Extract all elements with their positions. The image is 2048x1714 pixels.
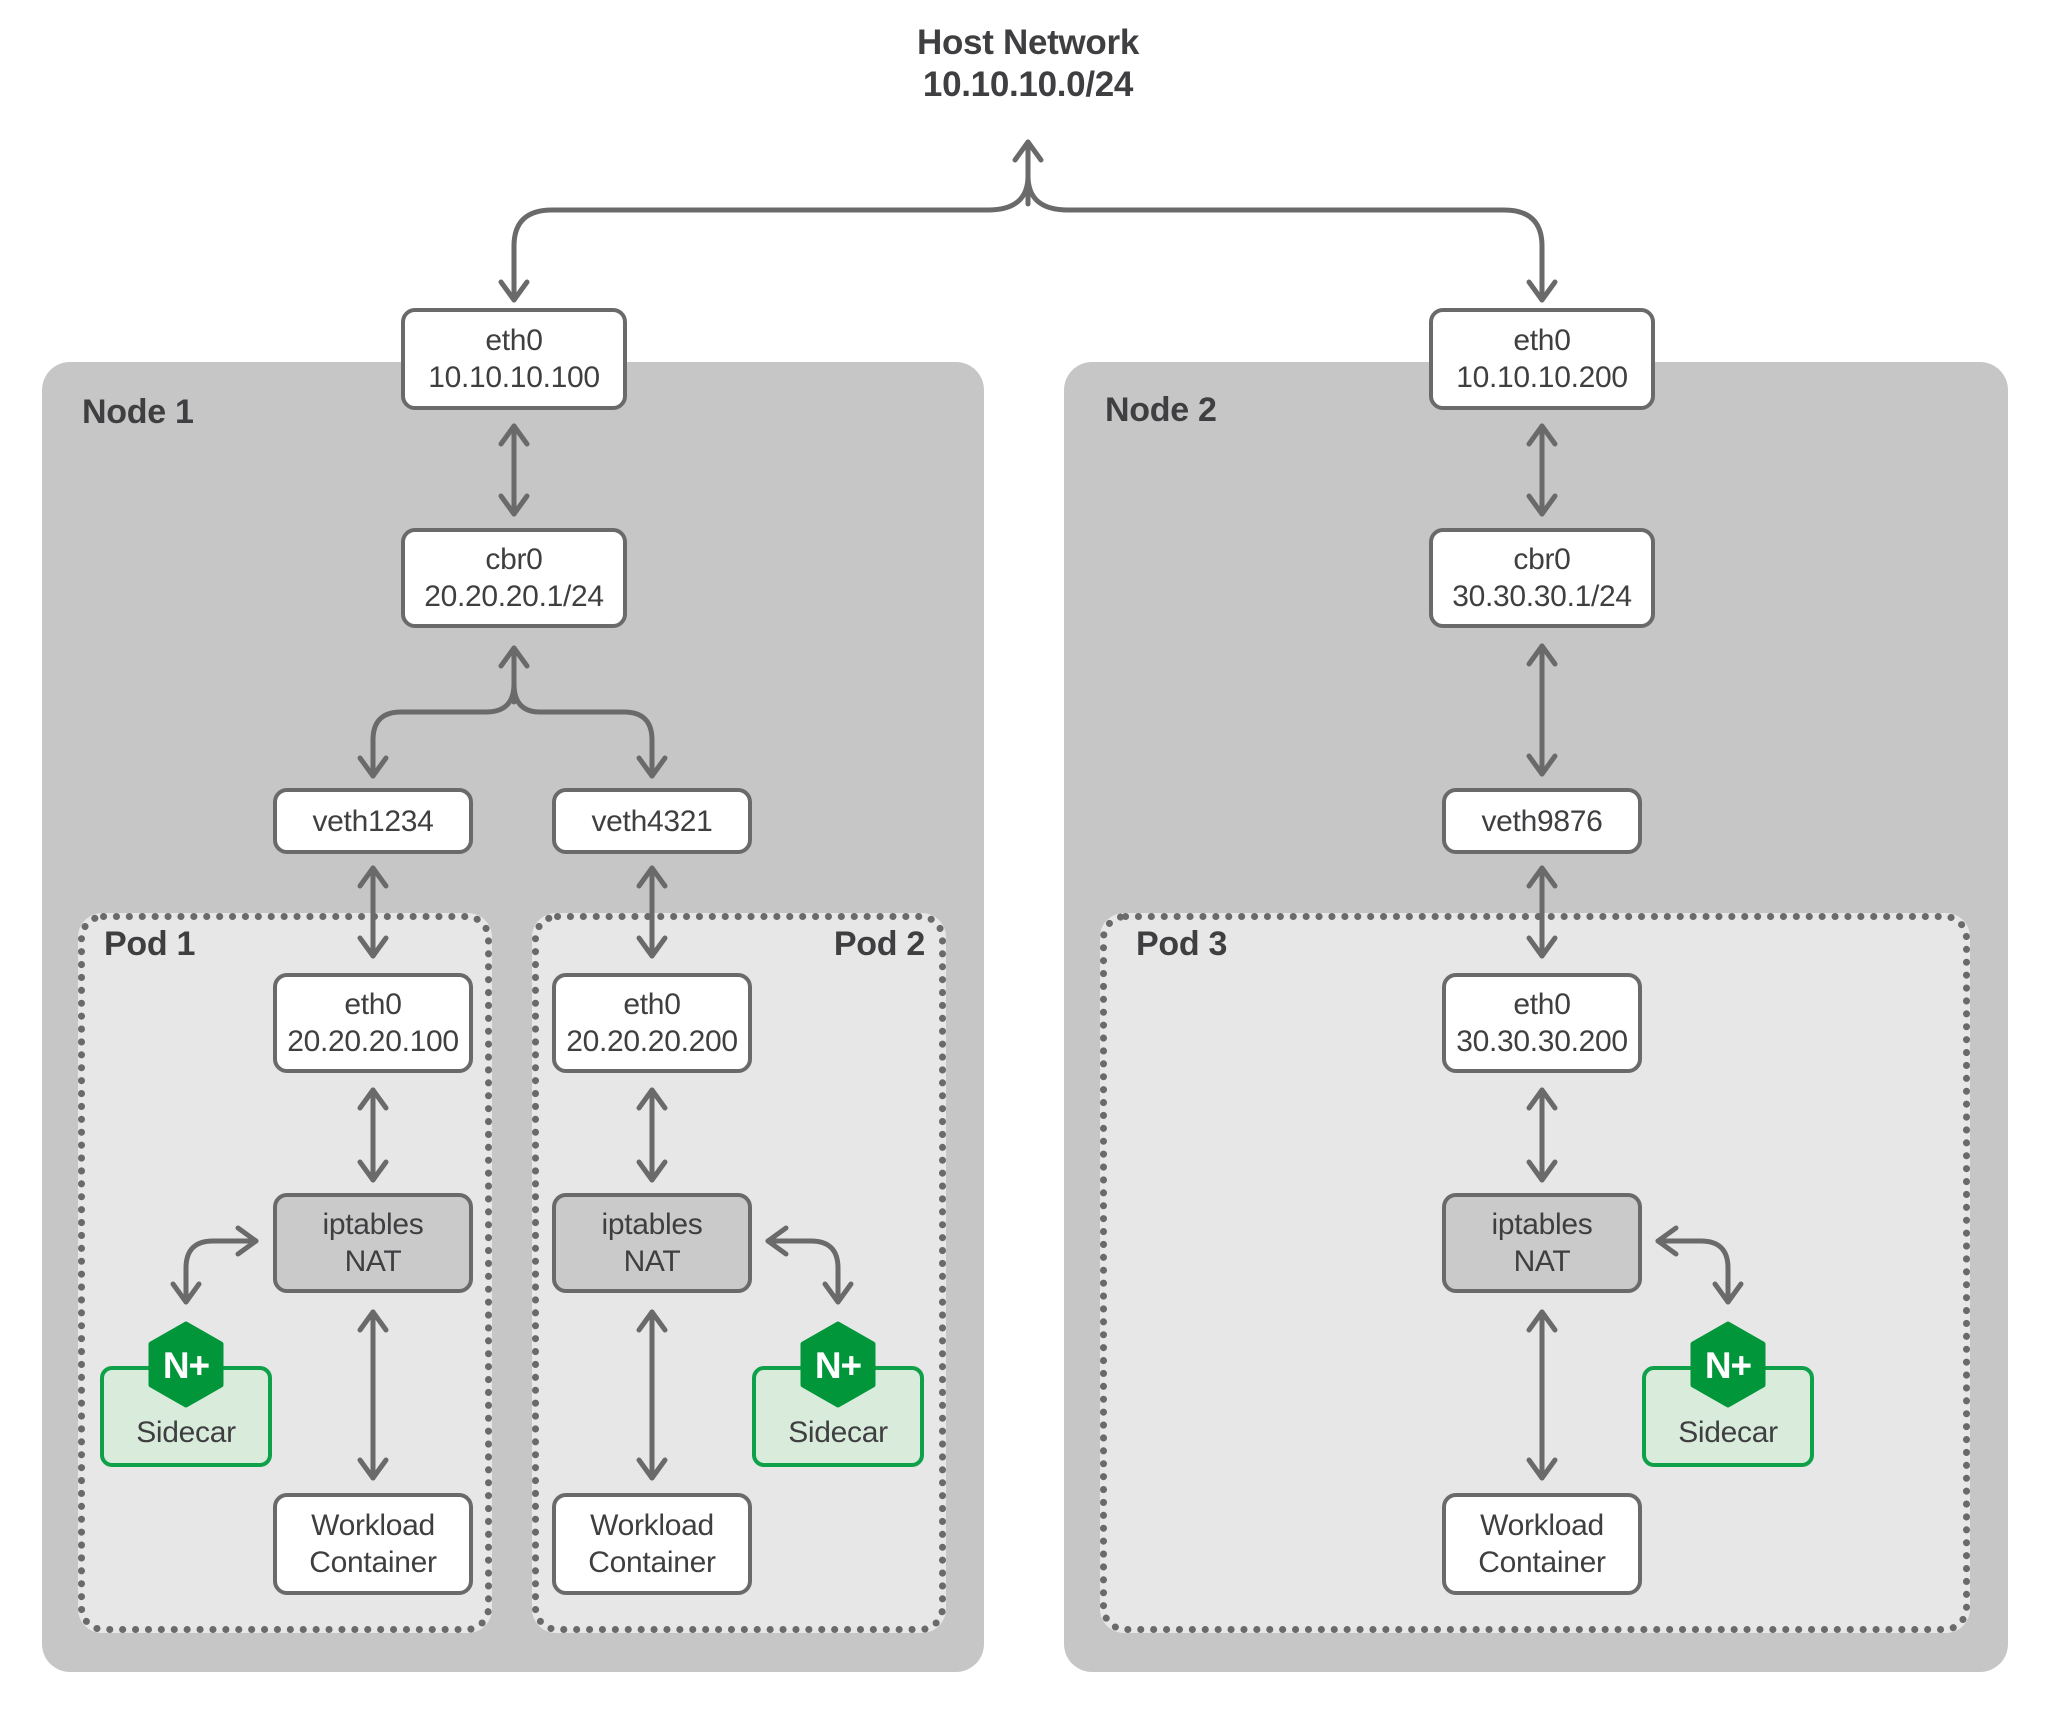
- pod2-iptables-nat-box: iptables NAT: [552, 1193, 752, 1293]
- pod1-iptables-label: iptables: [322, 1208, 424, 1241]
- pod3-sidecar-label: Sidecar: [1678, 1416, 1778, 1449]
- pod1-workload-line2: Container: [309, 1546, 437, 1579]
- pod1-iptables-nat-box: iptables NAT: [273, 1193, 473, 1293]
- pod3-workload-line1: Workload: [1480, 1509, 1604, 1542]
- pod2-label: Pod 2: [833, 925, 925, 963]
- pod1-label: Pod 1: [104, 925, 196, 963]
- node1-cbr0-name: cbr0: [485, 543, 543, 576]
- pod2-iptables-label: iptables: [601, 1208, 703, 1241]
- pod3-eth0-name: eth0: [1513, 988, 1571, 1021]
- pod3-iptables-label: iptables: [1491, 1208, 1593, 1241]
- pod3-label: Pod 3: [1136, 925, 1228, 963]
- pod2-eth0-box: eth0 20.20.20.200: [552, 973, 752, 1073]
- pod3-eth0-box: eth0 30.30.30.200: [1442, 973, 1642, 1073]
- pod1-eth0-name: eth0: [344, 988, 402, 1021]
- nginx-hexagon-shape: [800, 1321, 876, 1408]
- node2-eth0-ip: 10.10.10.200: [1456, 361, 1628, 394]
- arrow-pod2-sidecar-nat: [765, 1225, 854, 1305]
- node2-eth0-name: eth0: [1513, 324, 1571, 357]
- pod1-sidecar-badge: N+: [163, 1345, 210, 1386]
- veth1234-box: veth1234: [273, 788, 473, 854]
- node1-eth0-box: eth0 10.10.10.100: [401, 308, 627, 410]
- arrow-cbr0-to-veth1234: [357, 653, 517, 779]
- pod1-dotted-border: [78, 913, 492, 1633]
- node1-eth0-ip: 10.10.10.100: [428, 361, 600, 394]
- nginx-plus-icon: N+: [800, 1321, 876, 1408]
- pod1-nat-label: NAT: [344, 1245, 402, 1278]
- node2-cbr0-box: cbr0 30.30.30.1/24: [1429, 528, 1655, 628]
- pod1-eth0-box: eth0 20.20.20.100: [273, 973, 473, 1073]
- node2-cbr0-ip: 30.30.30.1/24: [1452, 580, 1632, 613]
- pod3-eth0-ip: 30.30.30.200: [1456, 1025, 1628, 1058]
- host-network-cidr: 10.10.10.0/24: [922, 65, 1134, 104]
- node1-cbr0-box: cbr0 20.20.20.1/24: [401, 528, 627, 628]
- pod2-eth0-ip: 20.20.20.200: [566, 1025, 738, 1058]
- veth4321-name: veth4321: [591, 804, 713, 838]
- node1-label: Node 1: [82, 393, 194, 431]
- pod2-workload-line1: Workload: [590, 1509, 714, 1542]
- arrow-host-to-node2-eth0: [1025, 149, 1558, 303]
- pod2-nat-label: NAT: [623, 1245, 681, 1278]
- pod1-workload-box: Workload Container: [273, 1493, 473, 1595]
- pod3-iptables-nat-box: iptables NAT: [1442, 1193, 1642, 1293]
- veth9876-name: veth9876: [1481, 804, 1603, 838]
- nginx-hexagon-shape: [1690, 1321, 1766, 1408]
- pod2-sidecar-label: Sidecar: [788, 1416, 888, 1449]
- pod1-sidecar-label: Sidecar: [136, 1416, 236, 1449]
- node2-eth0-box: eth0 10.10.10.200: [1429, 308, 1655, 410]
- pod2-workload-box: Workload Container: [552, 1493, 752, 1595]
- pod3-nat-label: NAT: [1513, 1245, 1571, 1278]
- arrow-pod1-sidecar-nat: [170, 1225, 259, 1305]
- pod3-sidecar-badge: N+: [1705, 1345, 1752, 1386]
- nginx-plus-icon: N+: [1690, 1321, 1766, 1408]
- host-network-label: Host Network 10.10.10.0/24: [778, 22, 1278, 106]
- pod3-workload-box: Workload Container: [1442, 1493, 1642, 1595]
- nginx-hexagon-shape: [148, 1321, 224, 1408]
- pod2-workload-line2: Container: [588, 1546, 716, 1579]
- arrow-pod3-sidecar-nat: [1655, 1225, 1744, 1305]
- pod1-workload-line1: Workload: [311, 1509, 435, 1542]
- node1-eth0-name: eth0: [485, 324, 543, 357]
- pod2-eth0-name: eth0: [623, 988, 681, 1021]
- nginx-plus-icon: N+: [148, 1321, 224, 1408]
- host-network-title: Host Network: [917, 23, 1139, 62]
- arrow-host-to-node1-eth0: [498, 149, 1031, 303]
- veth1234-name: veth1234: [312, 804, 434, 838]
- node2-label: Node 2: [1105, 391, 1217, 429]
- node1-cbr0-ip: 20.20.20.1/24: [424, 580, 604, 613]
- pod1-eth0-ip: 20.20.20.100: [287, 1025, 459, 1058]
- arrow-cbr0-to-veth4321: [511, 653, 668, 779]
- pod2-dotted-border: [532, 913, 946, 1633]
- pod3-workload-line2: Container: [1478, 1546, 1606, 1579]
- pod2-sidecar-badge: N+: [815, 1345, 862, 1386]
- veth4321-box: veth4321: [552, 788, 752, 854]
- veth9876-box: veth9876: [1442, 788, 1642, 854]
- node2-cbr0-name: cbr0: [1513, 543, 1571, 576]
